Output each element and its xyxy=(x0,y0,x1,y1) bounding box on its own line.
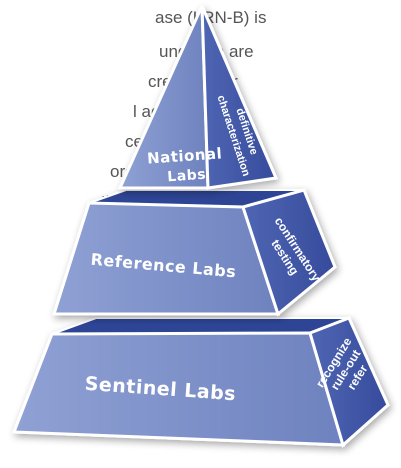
tier-national-labs: National Labs definitive characterizatio… xyxy=(117,5,279,190)
tier-side-face xyxy=(200,5,279,190)
tier-reference-labs: Reference Labs confirmatory testing xyxy=(51,188,337,317)
tier-label: National xyxy=(146,144,222,167)
tier-label-line2: Labs xyxy=(167,167,207,186)
tier-sentinel-labs: Sentinel Labs recognize rule-out refer xyxy=(11,316,390,448)
text-line: ase (LRN-B) is xyxy=(155,8,267,27)
tier-side-face xyxy=(241,188,337,317)
tier-side-face xyxy=(308,316,390,448)
